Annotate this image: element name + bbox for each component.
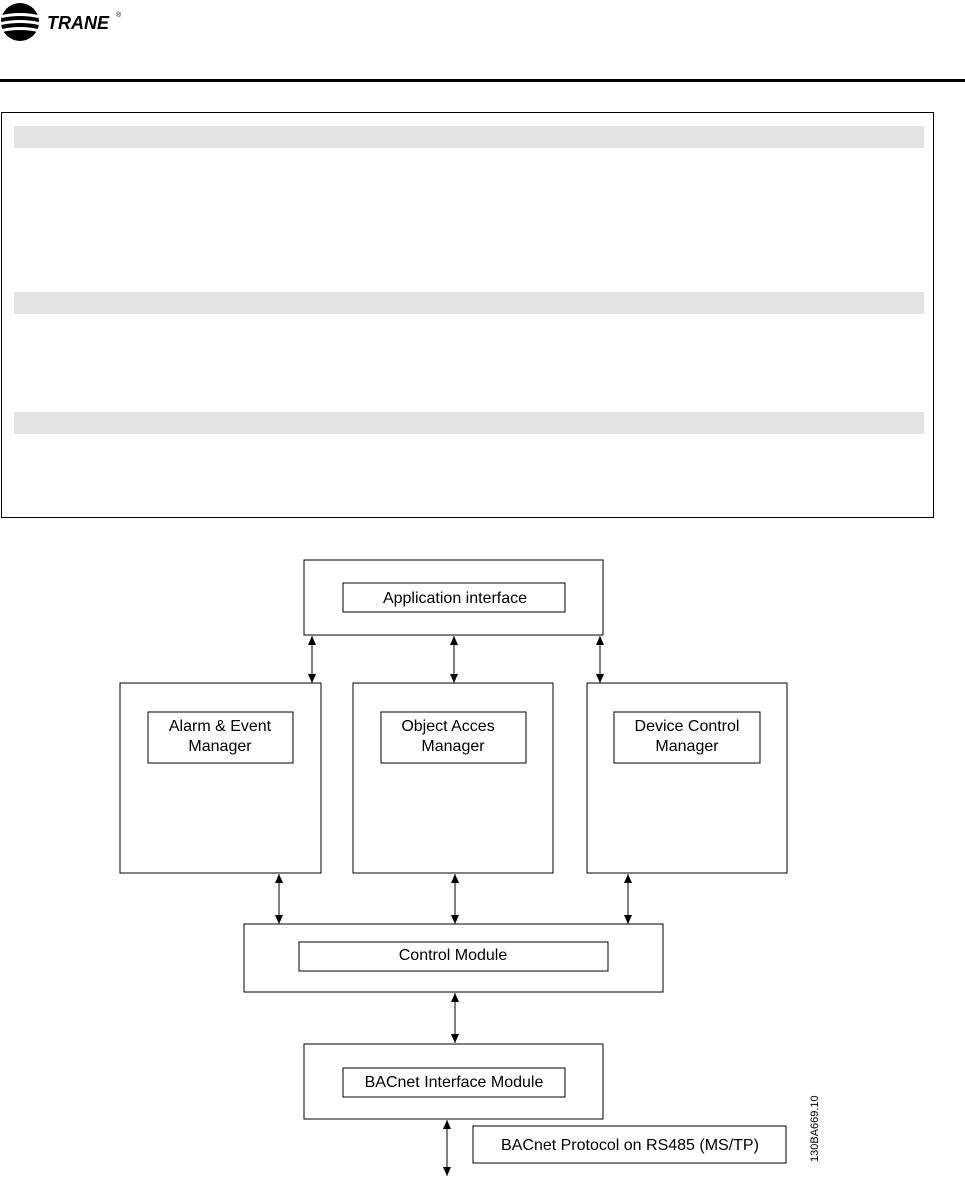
page-header: TRANE ®: [0, 0, 965, 84]
application-interface-label-box: [342, 582, 566, 613]
brand-name: TRANE: [47, 13, 110, 33]
header-rule: [0, 79, 965, 82]
section-band: [14, 292, 924, 314]
bacnet-architecture-diagram: Application interface Alarm & Event Mana…: [119, 559, 821, 1176]
registered-mark: ®: [116, 11, 122, 19]
bacnet-protocol-box: [472, 1125, 787, 1164]
control-module-label: Control Module: [399, 947, 508, 964]
object-access-label-box: [380, 711, 527, 764]
device-control-label-line2: Manager: [655, 738, 719, 755]
bacnet-interface-label-box: [342, 1067, 566, 1098]
bacnet-interface-label: BACnet Interface Module: [365, 1074, 544, 1091]
section-band: [14, 412, 924, 434]
alarm-event-label-line2: Manager: [188, 738, 252, 755]
object-access-label-line1: Object Acces: [401, 718, 494, 735]
section-band: [14, 126, 924, 148]
alarm-event-label-box: [147, 711, 294, 764]
device-control-label-box: [613, 711, 761, 764]
object-access-label-line2: Manager: [421, 738, 485, 755]
content-panel: [1, 112, 934, 518]
alarm-event-label-line1: Alarm & Event: [169, 718, 272, 735]
bacnet-protocol-label: BACnet Protocol on RS485 (MS/TP): [501, 1137, 759, 1154]
device-control-label-line1: Device Control: [635, 718, 740, 735]
trane-logo: TRANE ®: [1, 3, 122, 41]
figure-code: 130BA669.10: [809, 1095, 821, 1162]
application-interface-label: Application interface: [383, 590, 527, 607]
control-module-label-box: [298, 941, 609, 972]
